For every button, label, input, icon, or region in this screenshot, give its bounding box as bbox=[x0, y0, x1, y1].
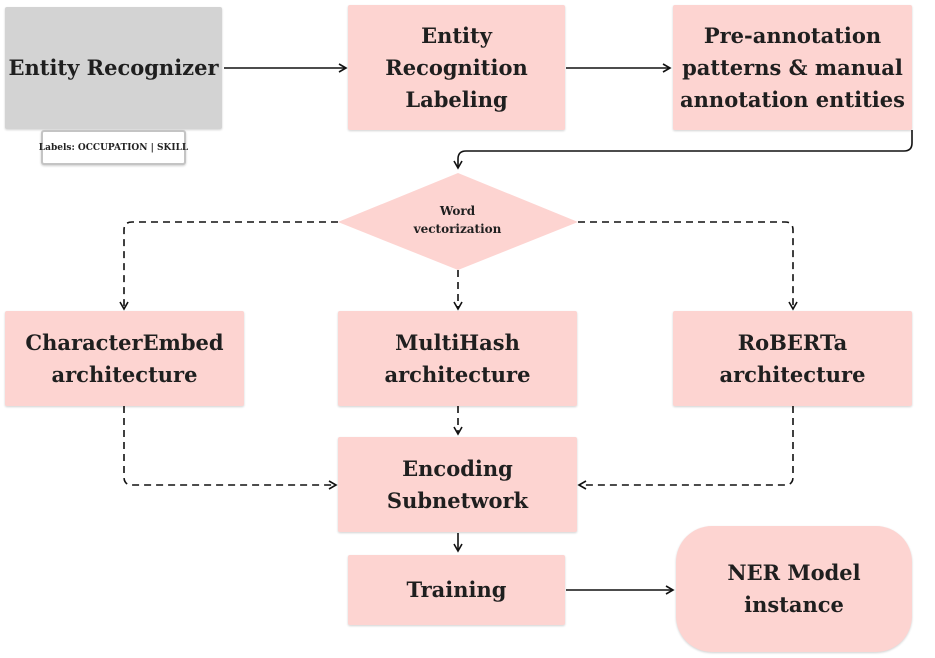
dashed-roberta-to-encoding bbox=[577, 406, 794, 490]
entity-recognizer-box: Entity Recognizer bbox=[5, 7, 222, 129]
word-vectorization-diamond bbox=[338, 173, 578, 270]
training-box: Training bbox=[348, 555, 565, 625]
ner-model-line-1: NER Model bbox=[727, 560, 861, 585]
vectorization-line-2: vectorization bbox=[413, 222, 502, 236]
ner-model-box: NER Model instance bbox=[676, 526, 912, 652]
word-vectorization-label: Word vectorization bbox=[390, 202, 525, 238]
multihash-line-1: MultiHash bbox=[395, 329, 520, 355]
encoding-line-1: Encoding bbox=[402, 455, 513, 481]
multihash-line-2: architecture bbox=[384, 361, 531, 387]
characterembed-box: CharacterEmbed architecture bbox=[5, 311, 244, 406]
dashed-vectorization-to-roberta bbox=[578, 221, 798, 311]
arrow-preannotation-to-vectorization bbox=[453, 130, 913, 170]
labeling-line-3: Labeling bbox=[405, 86, 508, 112]
roberta-box: RoBERTa architecture bbox=[673, 311, 912, 406]
vectorization-line-1: Word bbox=[439, 204, 476, 218]
pre-annotation-line-1: Pre-annotation bbox=[703, 22, 882, 48]
entity-recognition-labeling-box: Entity Recognition Labeling bbox=[348, 5, 565, 130]
roberta-line-2: architecture bbox=[719, 361, 866, 387]
labels-tag: Labels: OCCUPATION | SKILL bbox=[39, 130, 188, 165]
pre-annotation-box: Pre-annotation patterns & manual annotat… bbox=[673, 5, 912, 130]
multihash-box: MultiHash architecture bbox=[338, 311, 577, 406]
training-label: Training bbox=[406, 577, 507, 602]
pre-annotation-line-2: patterns & manual bbox=[682, 54, 903, 80]
labeling-line-2: Recognition bbox=[385, 54, 528, 80]
encoding-subnetwork-box: Encoding Subnetwork bbox=[338, 437, 577, 532]
characterembed-line-1: CharacterEmbed bbox=[25, 329, 224, 355]
characterembed-line-2: architecture bbox=[51, 361, 198, 387]
ner-model-line-2: instance bbox=[744, 592, 844, 617]
entity-recognizer-label: Entity Recognizer bbox=[8, 55, 219, 80]
dashed-vectorization-to-characterembed bbox=[119, 221, 338, 311]
roberta-line-1: RoBERTa bbox=[737, 329, 848, 355]
encoding-line-2: Subnetwork bbox=[386, 487, 529, 513]
pre-annotation-line-3: annotation entities bbox=[680, 86, 905, 112]
dashed-characterembed-to-encoding bbox=[123, 406, 338, 490]
labeling-line-1: Entity bbox=[421, 22, 492, 48]
